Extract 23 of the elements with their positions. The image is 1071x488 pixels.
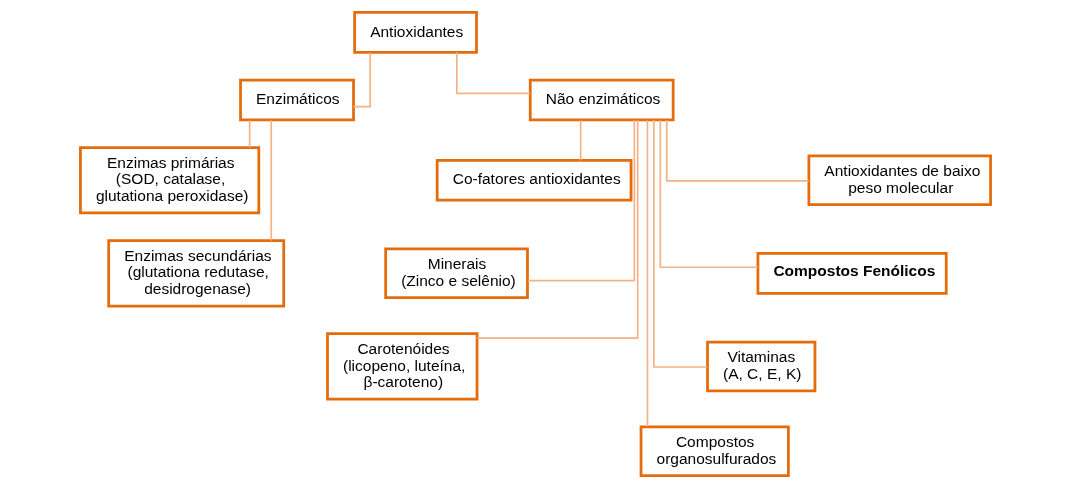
- connector: [352, 51, 371, 108]
- node-box: Enzimas secundárias (glutationa redutase, desidrogenase): [107, 239, 286, 308]
- node-box: Compostos Fenólicos: [756, 252, 948, 295]
- node-box: Co-fatores antioxidantes: [435, 158, 633, 202]
- connector: [456, 51, 531, 95]
- connector: [527, 119, 636, 282]
- connector: [646, 119, 649, 428]
- connector: [270, 119, 273, 242]
- connector: [579, 119, 582, 162]
- node-box: Não enzimáticos: [528, 78, 675, 122]
- connector: [659, 119, 759, 269]
- node-box: Vitaminas (A, C, E, K): [706, 340, 817, 393]
- node-box: Antioxidantes: [353, 11, 478, 54]
- connector: [248, 119, 251, 149]
- node-box: Enzimas primárias (SOD, catalase, glutationa peroxidase): [79, 146, 261, 215]
- node-box: Compostos organosulfurados: [639, 425, 790, 477]
- node-box: Carotenóides (licopeno, luteína, β-caroteno): [326, 332, 479, 401]
- node-box: Enzimáticos: [239, 78, 355, 122]
- connector: [665, 119, 810, 182]
- connector: [653, 119, 709, 368]
- node-box: Antioxidantes de baixo peso molecular: [807, 154, 992, 207]
- node-box: Minerais (Zinco e selênio): [384, 247, 529, 300]
- connector: [476, 119, 639, 339]
